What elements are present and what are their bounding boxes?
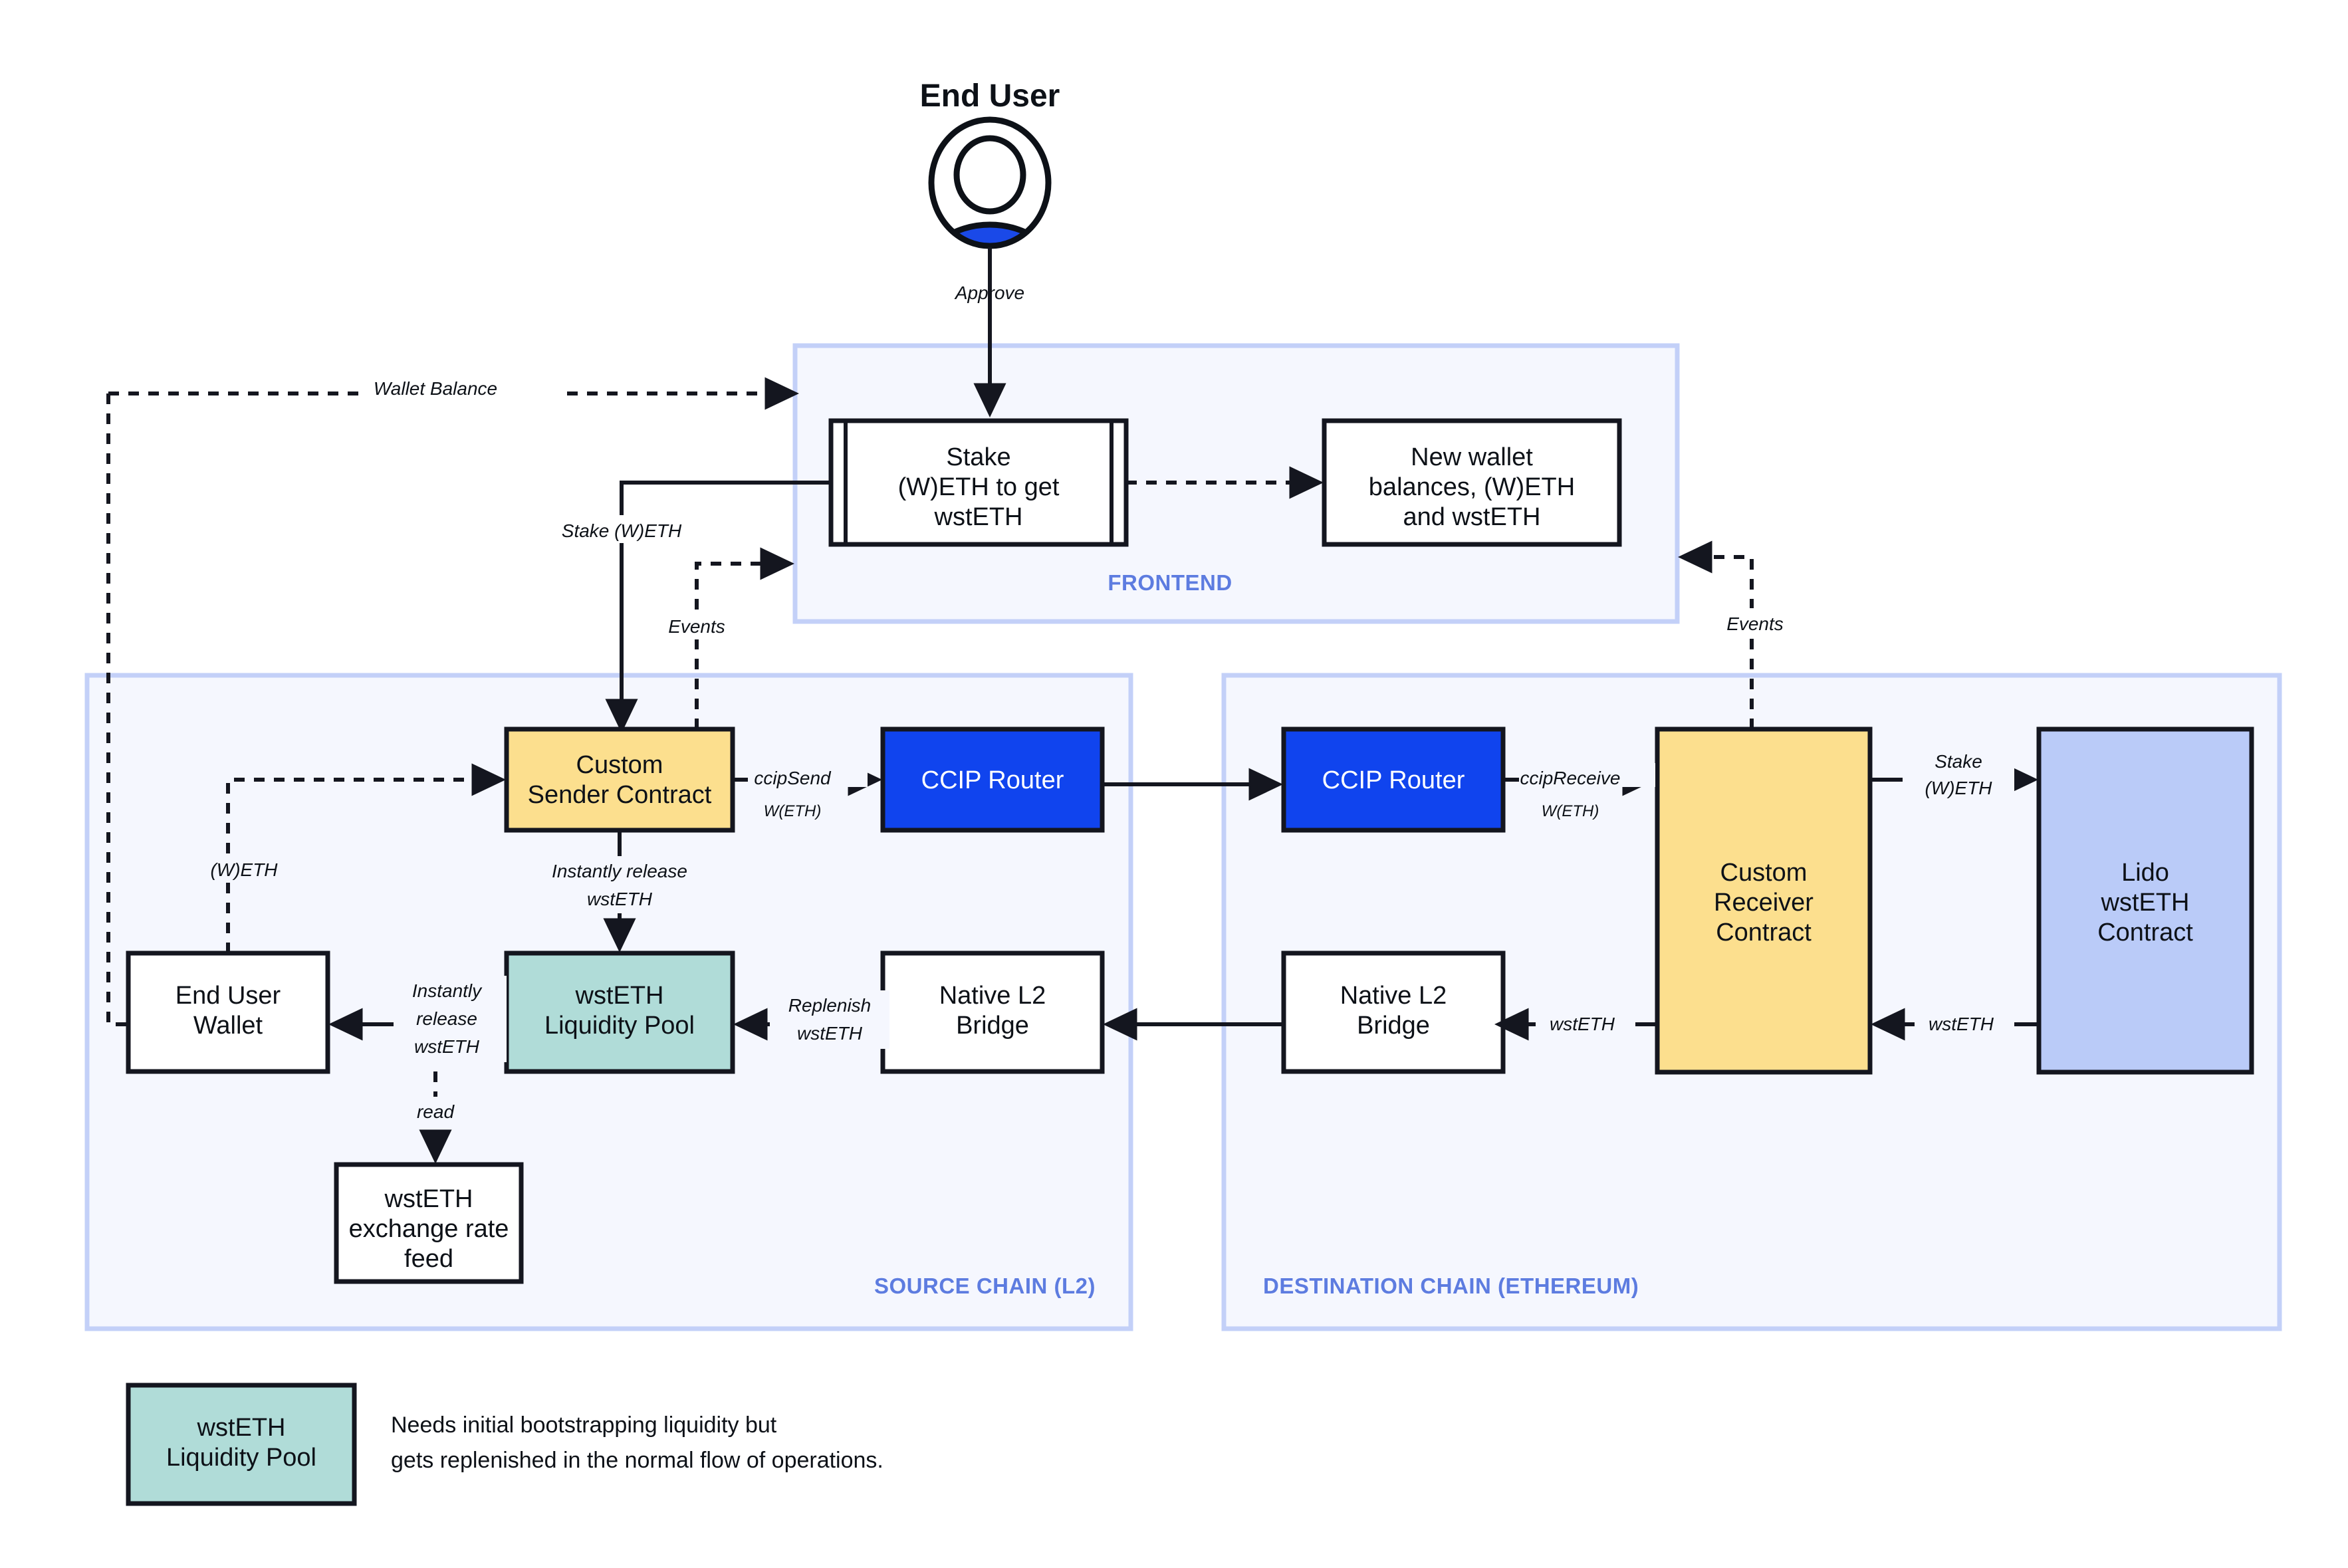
edge-wsteth-lido-to-receiver: wstETH xyxy=(1870,1008,2039,1041)
node-label-line: Native L2 xyxy=(939,982,1046,1010)
edge-stake-weth: Stake (W)ETH xyxy=(538,481,831,734)
node-label-line: wstETH xyxy=(2101,889,2190,917)
edge-wallet-balance: Wallet Balance xyxy=(106,374,800,1026)
edge-label-stake-weth: Stake (W)ETH xyxy=(562,520,682,541)
edge-ccip-send: ccipSend W(ETH) xyxy=(733,763,883,820)
edge-sublabel-ccip-receive: W(ETH) xyxy=(1542,802,1599,820)
edge-label-instant-release-pool: Instantly release xyxy=(552,861,687,881)
edge-events-right: Events xyxy=(1677,540,1815,729)
edge-label-approve: Approve xyxy=(954,282,1024,303)
edge-approve: Approve xyxy=(954,247,1024,418)
user-avatar-icon xyxy=(928,116,1052,249)
zone-label-frontend: FRONTEND xyxy=(1108,570,1232,595)
node-label-line: Contract xyxy=(1716,919,1812,947)
edge-label-replenish: wstETH xyxy=(797,1023,863,1044)
node-ccip-router-source: CCIP Router xyxy=(880,727,1105,833)
node-label-line: Liquidity Pool xyxy=(544,1012,695,1040)
edge-instant-release-pool: Instantly release wstETH xyxy=(528,830,711,953)
edge-label-wsteth-bridge: wstETH xyxy=(1550,1014,1615,1034)
edge-wsteth-receiver-to-bridge: wstETH xyxy=(1494,1008,1657,1041)
node-label-line: Custom xyxy=(576,751,663,779)
node-label-line: Native L2 xyxy=(1340,982,1447,1010)
edge-instant-release-wallet: Instantly release wstETH xyxy=(328,976,507,1062)
node-label-line: (W)ETH to get xyxy=(898,473,1060,501)
node-wsteth-exchange-rate-feed: wstETH exchange rate feed xyxy=(334,1162,524,1284)
edge-label-events-right: Events xyxy=(1726,614,1784,634)
edge-ccip-receive: ccipReceive W(ETH) xyxy=(1503,763,1657,820)
node-label-line: Wallet xyxy=(193,1012,263,1040)
node-label-line: Receiver xyxy=(1714,889,1814,917)
node-label-line: End User xyxy=(176,982,281,1010)
edge-label-wsteth-receiver: wstETH xyxy=(1929,1014,1994,1034)
legend-note-line: Needs initial bootstrapping liquidity bu… xyxy=(391,1412,777,1438)
node-label-line: Stake xyxy=(946,443,1010,471)
edge-read: read xyxy=(398,1071,481,1165)
node-label-line: Sender Contract xyxy=(528,781,712,809)
edge-label-instant-release-wallet: Instantly xyxy=(412,980,483,1001)
edge-label-events-left: Events xyxy=(668,616,725,637)
node-label-line: Contract xyxy=(2097,919,2193,947)
node-label-line: CCIP Router xyxy=(1322,766,1465,794)
edge-label-instant-release-wallet: wstETH xyxy=(414,1036,480,1057)
node-native-l2-bridge-source: Native L2 Bridge xyxy=(880,951,1105,1074)
node-label-line: New wallet xyxy=(1411,443,1533,471)
edge-label-stake-weth-destination: (W)ETH xyxy=(1925,778,1992,798)
edge-label-weth: (W)ETH xyxy=(210,859,278,880)
node-lido-wsteth-contract: Lido wstETH Contract xyxy=(2036,727,2254,1075)
actor-end-user: End User xyxy=(920,78,1060,249)
edge-label-replenish: Replenish xyxy=(788,995,872,1016)
edge-label-instant-release-pool: wstETH xyxy=(587,889,653,909)
node-label-line: feed xyxy=(404,1245,453,1273)
node-label-line: Bridge xyxy=(1357,1012,1430,1040)
node-label-line: wstETH xyxy=(384,1185,473,1213)
node-wsteth-liquidity-pool: wstETH Liquidity Pool xyxy=(504,951,735,1074)
edge-label-instant-release-wallet: release xyxy=(416,1008,477,1029)
node-label-line: balances, (W)ETH xyxy=(1369,473,1575,501)
edge-label-wallet-balance: Wallet Balance xyxy=(374,378,497,399)
node-label-line: and wstETH xyxy=(1403,503,1541,531)
edge-weth: (W)ETH xyxy=(183,763,507,953)
node-label-line: wstETH xyxy=(575,982,664,1010)
page-title: End User xyxy=(920,78,1060,114)
node-stake-form[interactable]: Stake (W)ETH to get wstETH xyxy=(828,418,1129,547)
edge-sublabel-ccip-send: W(ETH) xyxy=(764,802,822,820)
node-label-line: wstETH xyxy=(934,503,1023,531)
node-label-line: CCIP Router xyxy=(921,766,1064,794)
edge-label-ccip-receive: ccipReceive xyxy=(1520,768,1621,788)
edge-label-read: read xyxy=(417,1101,455,1122)
node-native-l2-bridge-destination: Native L2 Bridge xyxy=(1281,951,1506,1074)
legend-swatch-label: Liquidity Pool xyxy=(166,1444,316,1472)
legend-swatch xyxy=(126,1383,357,1506)
legend: wstETH Liquidity Pool Needs initial boot… xyxy=(126,1383,883,1506)
edge-stake-weth-destination: Stake (W)ETH xyxy=(1870,746,2039,804)
legend-note-line: gets replenished in the normal flow of o… xyxy=(391,1448,883,1473)
edge-label-stake-weth-destination: Stake xyxy=(1935,751,1982,772)
edge-events-left: Events xyxy=(645,547,795,729)
node-custom-sender-contract: Custom Sender Contract xyxy=(504,727,735,833)
node-label-line: Bridge xyxy=(956,1012,1029,1040)
node-end-user-wallet: End User Wallet xyxy=(126,951,330,1074)
node-label-line: exchange rate xyxy=(349,1215,509,1243)
edge-label-ccip-send: ccipSend xyxy=(754,768,832,788)
node-ccip-router-destination: CCIP Router xyxy=(1281,727,1506,833)
node-new-wallet-balances: New wallet balances, (W)ETH and wstETH xyxy=(1322,418,1622,547)
node-label-line: Custom xyxy=(1720,859,1808,887)
edge-replenish: Replenish wstETH xyxy=(733,990,889,1049)
zone-label-source-chain: SOURCE CHAIN (L2) xyxy=(874,1274,1096,1298)
node-custom-receiver-contract: Custom Receiver Contract xyxy=(1655,727,1873,1075)
legend-swatch-label: wstETH xyxy=(197,1414,286,1442)
zone-label-destination-chain: DESTINATION CHAIN (ETHEREUM) xyxy=(1263,1274,1639,1298)
node-label-line: Lido xyxy=(2121,859,2169,887)
